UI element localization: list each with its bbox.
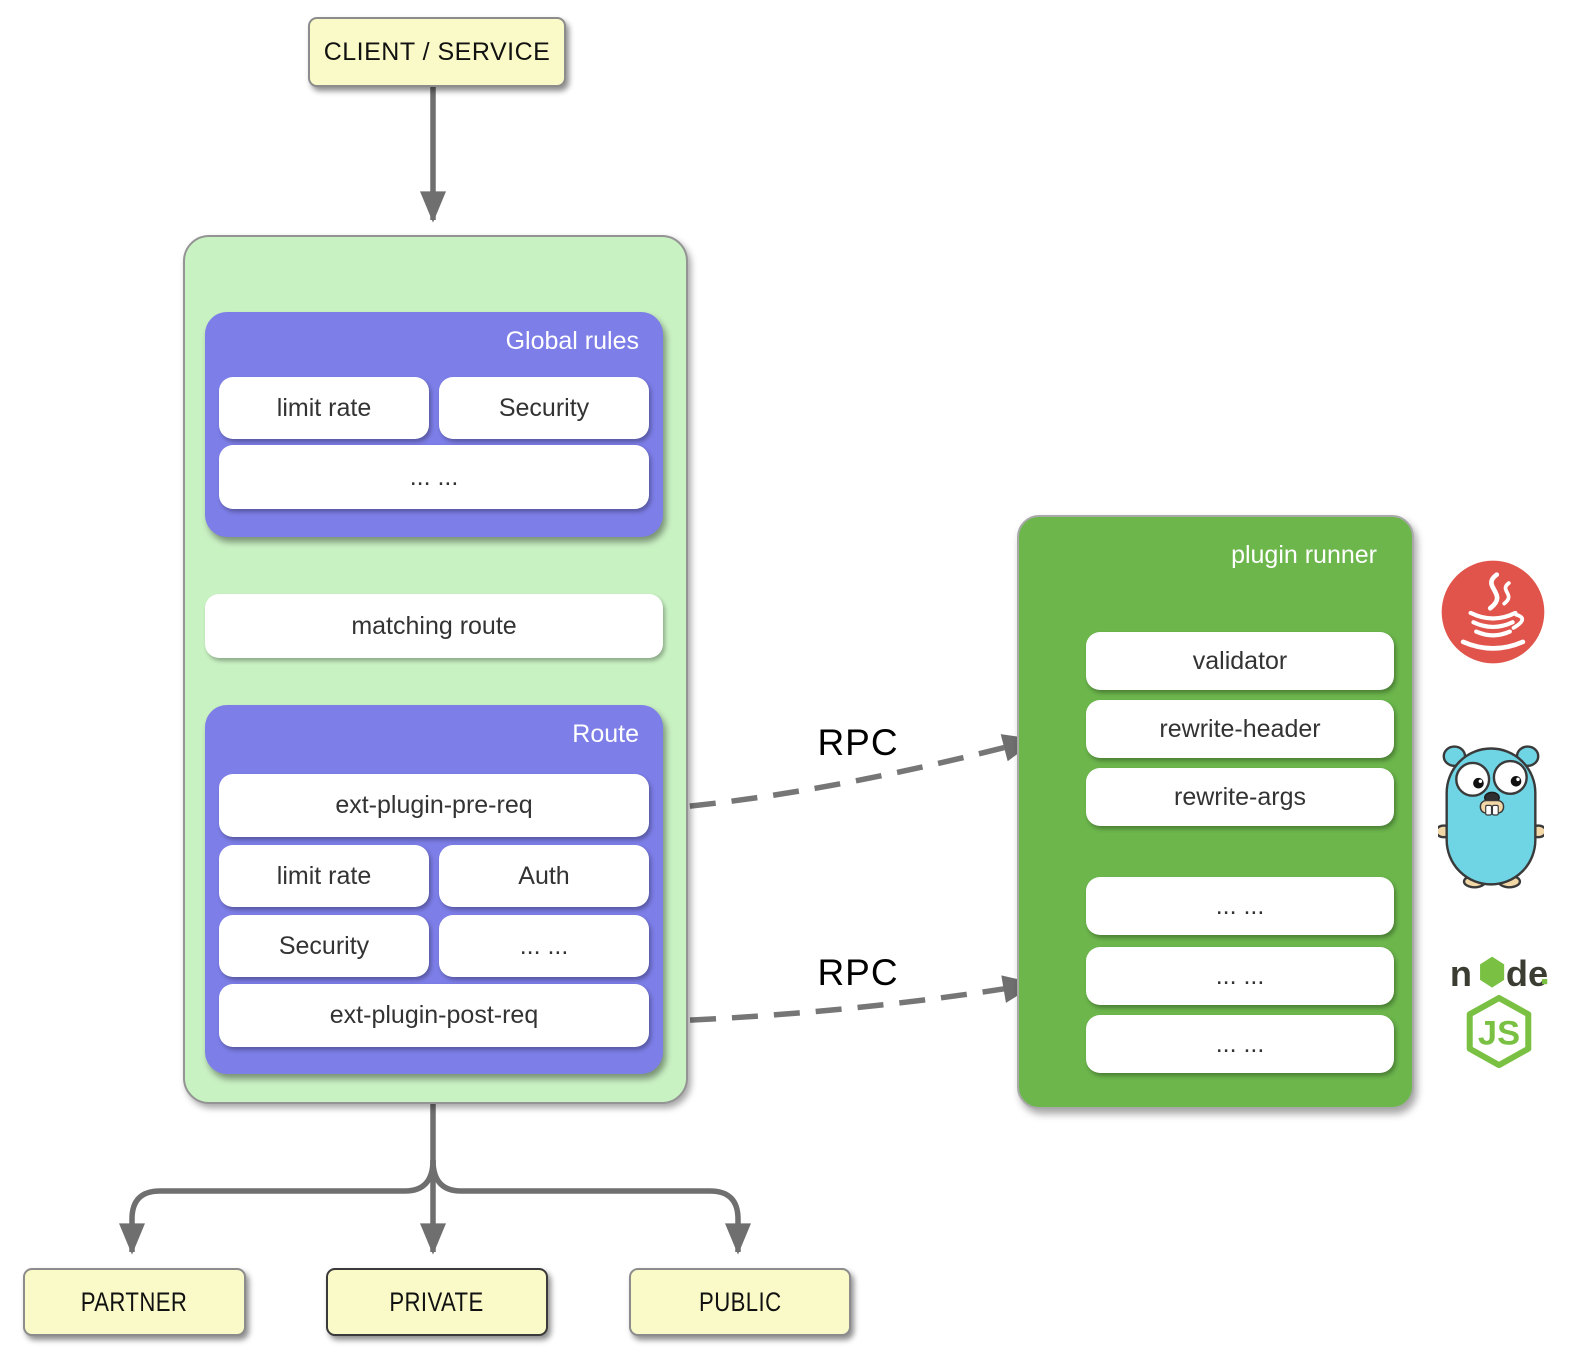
node-js-label: JS bbox=[1478, 1014, 1520, 1052]
partner-label: PARTNER bbox=[81, 1286, 188, 1317]
route-auth-box: Auth bbox=[439, 845, 649, 907]
validator-box: validator bbox=[1086, 632, 1394, 690]
global-rules-panel: Global rules limit rate Security ... ... bbox=[205, 312, 663, 537]
node-text-prefix: n bbox=[1450, 953, 1472, 994]
rpc-label-top: RPC bbox=[817, 722, 899, 763]
route-panel: Route ext-plugin-pre-req limit rate Auth… bbox=[205, 705, 663, 1074]
node-text-suffix: de bbox=[1506, 953, 1548, 994]
private-box: PRIVATE bbox=[326, 1268, 548, 1336]
client-service-box: CLIENT / SERVICE bbox=[308, 17, 566, 87]
plugin-runner-title: plugin runner bbox=[1231, 541, 1377, 569]
global-limit-rate-box: limit rate bbox=[219, 377, 429, 439]
go-gopher-icon bbox=[1434, 740, 1548, 890]
matching-route-box: matching route bbox=[205, 594, 663, 658]
private-label: PRIVATE bbox=[389, 1286, 485, 1317]
plugin-runner-panel: plugin runner validator rewrite-header r… bbox=[1017, 515, 1414, 1109]
rpc-label-bottom: RPC bbox=[817, 952, 899, 993]
route-ellipsis-box: ... ... bbox=[439, 915, 649, 977]
node-js-hexagon bbox=[1466, 994, 1532, 1069]
runner-ellipsis-box-1: ... ... bbox=[1086, 877, 1394, 935]
client-service-label: CLIENT / SERVICE bbox=[323, 37, 551, 66]
global-ellipsis-box: ... ... bbox=[219, 445, 649, 509]
route-title: Route bbox=[572, 720, 639, 748]
rewrite-args-box: rewrite-args bbox=[1086, 768, 1394, 826]
route-limit-rate-box: limit rate bbox=[219, 845, 429, 907]
nodejs-icon: n de JS bbox=[1447, 948, 1551, 1072]
route-security-box: Security bbox=[219, 915, 429, 977]
gateway-panel: Global rules limit rate Security ... ...… bbox=[183, 235, 688, 1104]
global-rules-title: Global rules bbox=[505, 327, 639, 355]
global-security-box: Security bbox=[439, 377, 649, 439]
gateway-to-partner-arrow bbox=[119, 1159, 436, 1255]
runner-ellipsis-box-2: ... ... bbox=[1086, 947, 1394, 1005]
ext-plugin-post-req-box: ext-plugin-post-req bbox=[219, 984, 649, 1047]
public-box: PUBLIC bbox=[629, 1268, 851, 1336]
rewrite-header-box: rewrite-header bbox=[1086, 700, 1394, 758]
partner-box: PARTNER bbox=[23, 1268, 246, 1336]
gateway-to-public-arrow bbox=[430, 1159, 751, 1255]
public-label: PUBLIC bbox=[698, 1286, 782, 1317]
java-icon bbox=[1437, 556, 1549, 668]
runner-ellipsis-box-3: ... ... bbox=[1086, 1015, 1394, 1073]
node-hexagon-o bbox=[1480, 956, 1505, 988]
ext-plugin-pre-req-box: ext-plugin-pre-req bbox=[219, 774, 649, 837]
